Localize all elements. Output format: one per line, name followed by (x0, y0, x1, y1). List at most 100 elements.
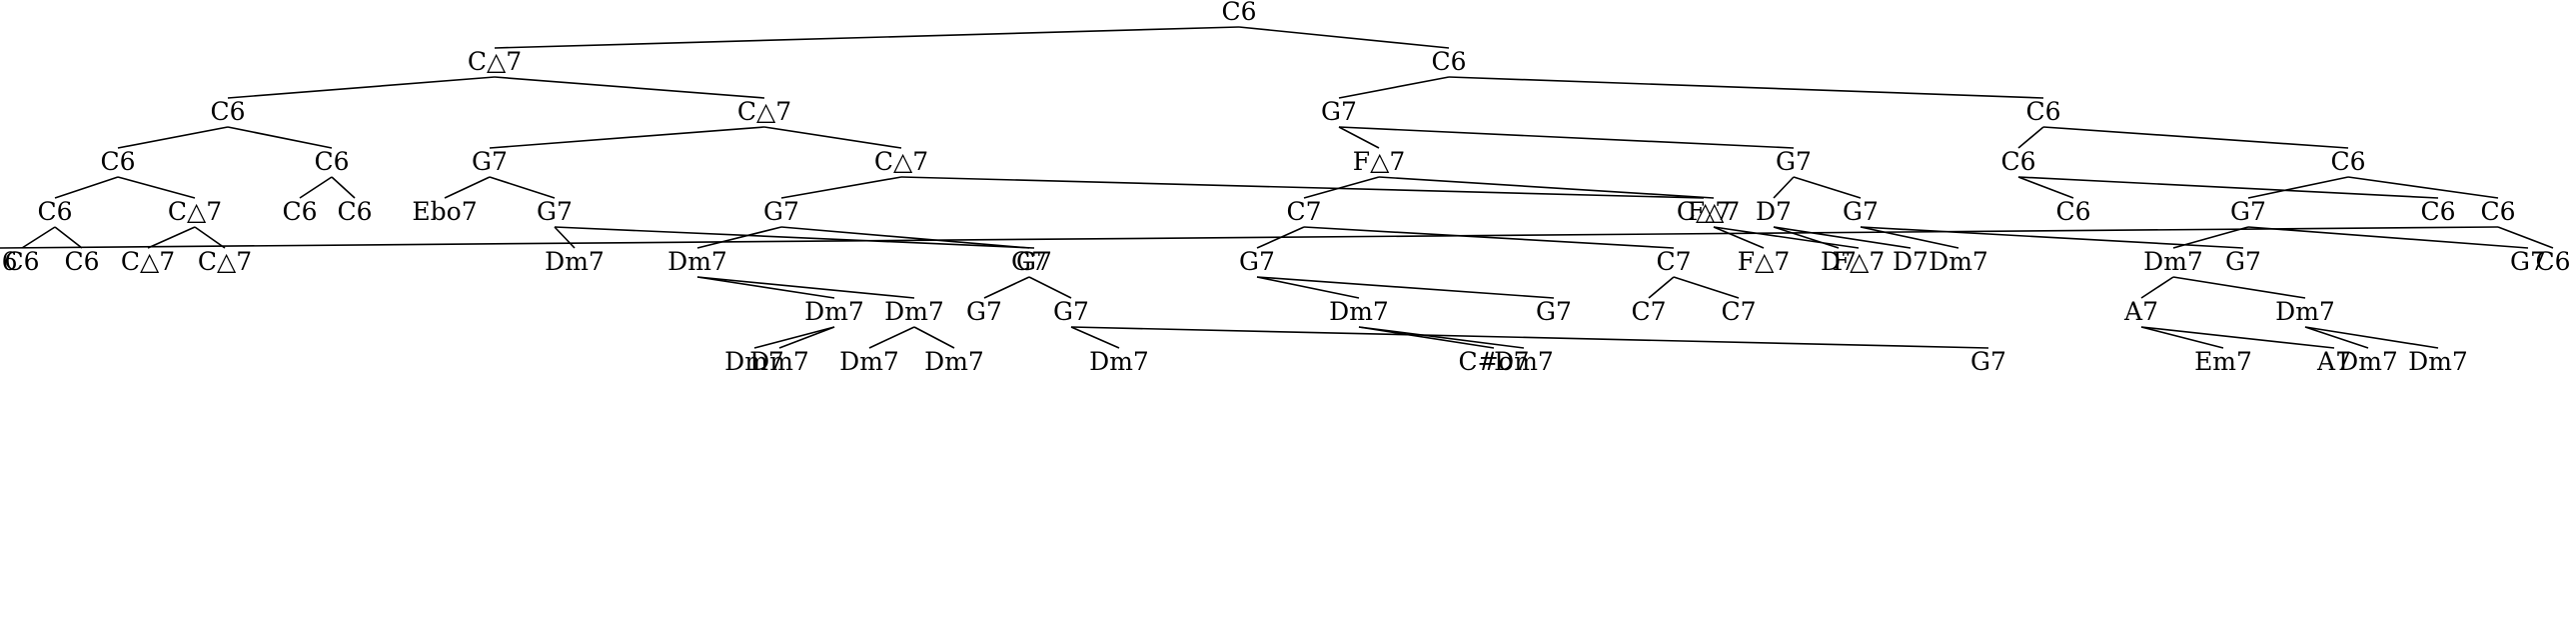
chord-node-c6: C6 (2055, 197, 2090, 226)
tree-edge (554, 226, 1035, 249)
tree-edge (1448, 76, 2044, 99)
tree-edge (900, 176, 1705, 199)
chord-node-dm7: Dm7 (2408, 347, 2468, 376)
tree-edge (1860, 226, 1959, 249)
tree-edge (780, 226, 1030, 249)
tree-edge (2017, 126, 2044, 149)
tree-edge (1070, 326, 1989, 349)
chord-node-dm7: Dm7 (1089, 347, 1149, 376)
chord-node-f-maj7: F△7 (1738, 247, 1790, 276)
tree-edge (117, 126, 229, 149)
chord-node-c6: C6 (2330, 147, 2365, 176)
chord-node-c7: C7 (1721, 297, 1756, 326)
chord-node-c6: C6 (4, 247, 39, 276)
tree-edge (2140, 326, 2224, 349)
tree-edge (753, 326, 835, 349)
chord-node-g7: G7 (1239, 247, 1275, 276)
tree-edge (494, 26, 1240, 49)
tree-edge (21, 226, 56, 249)
tree-edge (763, 126, 902, 149)
chord-node-g7: G7 (472, 147, 508, 176)
chord-node-c6: C6 (100, 147, 135, 176)
tree-edge (444, 176, 491, 199)
chord-node-dm7: Dm7 (545, 247, 605, 276)
tree-edge (2347, 176, 2499, 199)
tree-edge (913, 326, 955, 349)
tree-edge (696, 276, 835, 299)
tree-edge (2172, 276, 2306, 299)
tree-edge (696, 276, 915, 299)
chord-node-ebo7: Ebo7 (412, 197, 477, 226)
chord-node-c-maj7: C△7 (874, 147, 928, 176)
chord-node-c-maj7: C△7 (121, 247, 175, 276)
chord-node-g7: G7 (2510, 247, 2546, 276)
tree-edge (1860, 226, 2244, 249)
chord-node-g7: G7 (1011, 247, 1047, 276)
tree-edge (1773, 226, 1840, 249)
tree-edge (2017, 176, 2074, 199)
tree-edge (194, 226, 226, 249)
tree-edge (780, 176, 902, 199)
tree-edge (299, 176, 333, 199)
chord-node-f-maj7: F△7 (1353, 147, 1405, 176)
chord-node-a7: A7 (2123, 297, 2158, 326)
tree-edge (1338, 126, 1795, 149)
chord-node-dm7: Dm7 (749, 347, 809, 376)
tree-edge (696, 226, 782, 249)
chord-node-c7: C7 (1631, 297, 1666, 326)
chord-node-dm7: Dm7 (839, 347, 899, 376)
chord-node-d7: D7 (1756, 197, 1792, 226)
tree-edges (0, 26, 2554, 349)
chord-node-g7: G7 (2230, 197, 2266, 226)
chord-node-em7: Em7 (2194, 347, 2252, 376)
chord-node-c6: C6 (1431, 47, 1466, 76)
chord-node-dm7: Dm7 (667, 247, 727, 276)
chord-node-dm7: Dm7 (2338, 347, 2398, 376)
chord-node-c6: C6 (282, 197, 317, 226)
chord-node-c7: C7 (1656, 247, 1691, 276)
chord-node-c-maj7: C△7 (198, 247, 252, 276)
chord-node-dm7: Dm7 (2143, 247, 2203, 276)
chord-node-c6: C6 (64, 247, 99, 276)
chord-node-g7: G7 (1536, 297, 1572, 326)
tree-edge (2172, 226, 2249, 249)
tree-edge (0, 226, 2499, 249)
chord-node-c6: C6 (2420, 197, 2455, 226)
chord-node-c6: C6 (2535, 247, 2570, 276)
chord-node-g7: G7 (1843, 197, 1879, 226)
tree-edge (2140, 276, 2174, 299)
chord-node-dm7: Dm7 (884, 297, 944, 326)
chord-node-c-maj7: C△7 (168, 197, 222, 226)
chord-node-c6: C6 (2025, 97, 2060, 126)
tree-edge (489, 126, 765, 149)
tree-edge (54, 176, 119, 199)
chord-node-g7: G7 (1970, 347, 2006, 376)
tree-edge (54, 226, 83, 249)
tree-edge (1338, 76, 1450, 99)
chord-node-c6: C6 (1221, 0, 1256, 26)
chord-node-g7: G7 (763, 197, 799, 226)
tree-edge (1358, 326, 1525, 349)
chord-node-c-sharpo7: C#o7 (1458, 347, 1529, 376)
tree-edge (1773, 176, 1795, 199)
tree-edge (2304, 326, 2439, 349)
chord-node-g7: G7 (1776, 147, 1812, 176)
tree-edge (331, 176, 356, 199)
tree-edge (1673, 276, 1740, 299)
chord-node-g7: G7 (1053, 297, 1089, 326)
tree-edge (494, 76, 765, 99)
chord-node-c-maj7: C△7 (737, 97, 791, 126)
tree-edge (2042, 126, 2349, 149)
tree-edge (227, 76, 496, 99)
chord-node-d7: D7 (1893, 247, 1929, 276)
tree-edge (2304, 326, 2369, 349)
tree-edge (1773, 226, 1912, 249)
chord-node-d7: D7 (1821, 247, 1857, 276)
tree-edge (1793, 176, 1862, 199)
tree-edge (117, 176, 196, 199)
tree-edge (2497, 226, 2554, 249)
chord-node-c6: C6 (210, 97, 245, 126)
chord-node-c6: C6 (314, 147, 349, 176)
tree-edge (1713, 226, 1860, 249)
